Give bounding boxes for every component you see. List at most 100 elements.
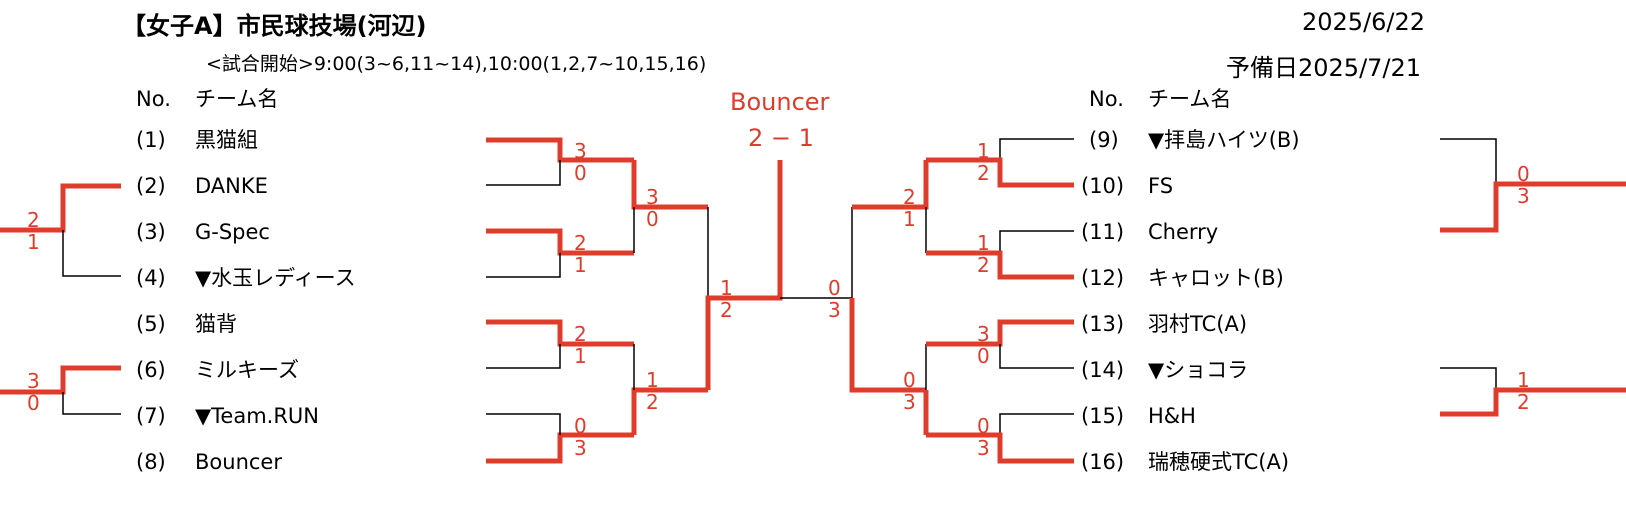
score: 2 [646, 390, 659, 414]
team-name: DANKE [195, 174, 268, 198]
score: 0 [977, 414, 990, 438]
team-name: FS [1148, 174, 1174, 198]
score: 0 [903, 368, 916, 392]
bracket-line-pre-right-b [1440, 387, 1626, 417]
team-no: (9) [1089, 128, 1119, 152]
score: 1 [977, 231, 990, 255]
score: 3 [1517, 184, 1530, 208]
score: 3 [574, 139, 587, 163]
bracket-line-r-r1-4-lose [999, 413, 1074, 435]
score: 1 [27, 230, 40, 254]
score: 3 [977, 322, 990, 346]
bracket-line-r-r1-2-lose [999, 230, 1074, 253]
score: 3 [27, 369, 40, 393]
bracket-line-l-r1-3 [486, 319, 634, 347]
score: 3 [828, 298, 841, 322]
bracket-line-pre-left-b-lose [62, 392, 121, 415]
team-no: (11) [1081, 220, 1125, 244]
score: 1 [574, 253, 587, 277]
score: 1 [1517, 368, 1530, 392]
champion-name: Bouncer [730, 88, 830, 116]
bracket-line-r-r1-2 [926, 250, 1074, 280]
score: 2 [1517, 390, 1530, 414]
bracket-line-l-r1-3-lose [486, 344, 561, 369]
reserve-date: 予備日2025/7/21 [1226, 54, 1422, 82]
team-no: (5) [136, 312, 166, 336]
team-no: (1) [136, 128, 166, 152]
bracket-line-r-sf [849, 298, 926, 393]
team-name: ミルキーズ [195, 358, 299, 382]
score: 3 [977, 436, 990, 460]
team-no: (16) [1081, 450, 1125, 474]
col-team-right: チーム名 [1148, 87, 1232, 111]
score: 0 [574, 414, 587, 438]
score: 2 [574, 231, 587, 255]
team-name: 猫背 [195, 312, 237, 336]
bracket-line-r-r1-3-lose [999, 344, 1074, 369]
score: 0 [1517, 162, 1530, 186]
score: 1 [903, 207, 916, 231]
bracket-line-l-r1-4-lose [486, 413, 561, 435]
bracket-line-r-r1-4 [926, 432, 1074, 464]
team-no: (7) [136, 404, 166, 428]
bracket-line-pre-left-b [0, 365, 121, 395]
score: 2 [720, 298, 733, 322]
team-no: (12) [1081, 266, 1125, 290]
bracket-line-pre-left-a-lose [62, 230, 121, 277]
score: 2 [27, 208, 40, 232]
team-no: (10) [1081, 174, 1125, 198]
bracket-line-l-r1-1-lose [486, 160, 561, 186]
bracket-line-r-r1-1-lose [999, 138, 1074, 160]
score: 3 [574, 436, 587, 460]
schedule-text: <試合開始>9:00(3~6,11~14),10:00(1,2,7~10,15,… [206, 53, 707, 75]
page-title: 【女子A】市民球技場(河辺) [122, 12, 427, 40]
team-name: G-Spec [195, 220, 270, 244]
team-name: Cherry [1148, 220, 1219, 244]
col-no-left: No. [136, 87, 171, 111]
bracket-line-pre-right-a-lose [1440, 138, 1497, 184]
score: 0 [646, 207, 659, 231]
score: 3 [903, 390, 916, 414]
bracket-line-r-r1-1 [926, 157, 1074, 188]
team-name: 羽村TC(A) [1148, 312, 1248, 336]
team-name: ▼水玉レディース [195, 266, 356, 290]
score: 2 [574, 322, 587, 346]
team-name: 黒猫組 [195, 128, 258, 152]
bracket-line-l-r1-4 [486, 432, 634, 464]
final-score: 2 − 1 [748, 124, 814, 152]
score: 0 [574, 161, 587, 185]
score: 2 [977, 161, 990, 185]
team-name: ▼ショコラ [1148, 358, 1249, 382]
score: 1 [574, 344, 587, 368]
score: 1 [646, 368, 659, 392]
team-no: (8) [136, 450, 166, 474]
team-name: Bouncer [195, 450, 282, 474]
bracket-line-l-r1-2 [486, 228, 634, 256]
score: 3 [646, 185, 659, 209]
team-no: (2) [136, 174, 166, 198]
bracket-line-l-sf [705, 160, 783, 390]
bracket-line-pre-right-b-lose [1440, 367, 1497, 390]
score: 0 [27, 391, 40, 415]
col-no-right: No. [1089, 87, 1124, 111]
team-no: (4) [136, 266, 166, 290]
team-name: キャロット(B) [1148, 266, 1284, 290]
score: 2 [977, 253, 990, 277]
score: 1 [720, 276, 733, 300]
team-no: (14) [1081, 358, 1125, 382]
team-name: H&H [1148, 404, 1196, 428]
team-name: 瑞穂硬式TC(A) [1148, 450, 1290, 474]
bracket-line-l-r1-1 [486, 137, 634, 163]
score: 2 [903, 185, 916, 209]
score: 1 [977, 139, 990, 163]
team-no: (3) [136, 220, 166, 244]
bracket-line-r-r1-3 [926, 319, 1074, 347]
bracket-line-pre-right-a [1440, 181, 1626, 233]
bracket-line-l-r1-2-lose [486, 253, 561, 278]
team-no: (6) [136, 358, 166, 382]
team-name: ▼Team.RUN [195, 404, 320, 428]
team-no: (15) [1081, 404, 1125, 428]
team-no: (13) [1081, 312, 1125, 336]
team-name: ▼拝島ハイツ(B) [1148, 128, 1300, 152]
